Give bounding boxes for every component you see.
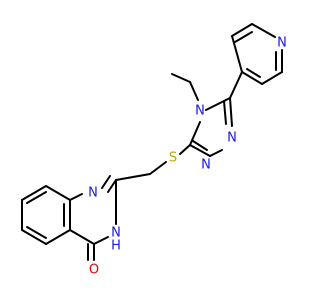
bond-ethyl-ch2-ch3	[171, 73, 191, 83]
atom-h-n3: H	[111, 239, 121, 254]
bond-benzene-2	[21, 185, 47, 201]
bond-benzene-1	[45, 185, 71, 201]
bond-pyridine-5-double	[246, 68, 261, 78]
bond-s-ch2	[149, 161, 167, 175]
bond-layer	[21, 23, 283, 261]
bond-pyridine-4	[261, 71, 283, 85]
atom-s-thioether: S	[169, 151, 177, 166]
atom-n4-triazole: N	[195, 104, 205, 119]
bond-triazole-c5-n1	[229, 97, 233, 127]
bond-benzene-4-double	[26, 226, 47, 239]
molecule-structure-diagram: N N N N S N N H O	[21, 23, 287, 278]
atom-n1-quinazoline: N	[88, 186, 98, 201]
bond-triazole-n1-n2	[209, 149, 223, 157]
atom-n-pyridine: N	[277, 36, 287, 51]
bond-n4-ethyl-ch2	[189, 81, 199, 101]
bond-c2-n1-double	[101, 175, 111, 189]
bond-benzene-2-double	[26, 191, 47, 204]
bond-pyridine-6	[231, 35, 243, 73]
bond-c4-n3	[93, 236, 109, 245]
bond-pyridine-1-double	[234, 31, 253, 43]
bond-triazole-n2-c3	[189, 144, 211, 157]
atom-n1-triazole: N	[227, 131, 237, 146]
bond-pyridine-2	[251, 23, 276, 38]
bond-c2-n1	[107, 179, 117, 193]
bond-benzene-4	[21, 229, 47, 245]
bond-pyridine-to-triazole	[229, 71, 243, 99]
bond-triazole-c5-n4	[205, 97, 231, 111]
atom-o-carbonyl: O	[89, 263, 99, 278]
bond-pyridine-5	[241, 71, 263, 85]
bond-triazole-c3-n4	[189, 121, 201, 146]
bond-triazole-n2-c3-double	[192, 140, 208, 151]
bond-c3-s	[179, 144, 191, 155]
bond-triazole-c5-n1-double	[223, 100, 227, 125]
atom-n2-triazole: N	[201, 158, 211, 173]
bond-n1-c8a	[69, 193, 83, 201]
bond-c4a-c4	[69, 229, 95, 245]
bond-ch2-c2	[115, 173, 151, 181]
atom-label-layer: N N N N S N N H O	[88, 36, 287, 278]
atom-n3-quinazoline: N	[111, 226, 121, 241]
bond-benzene-5	[45, 229, 71, 245]
bond-pyridine-1	[231, 23, 253, 37]
